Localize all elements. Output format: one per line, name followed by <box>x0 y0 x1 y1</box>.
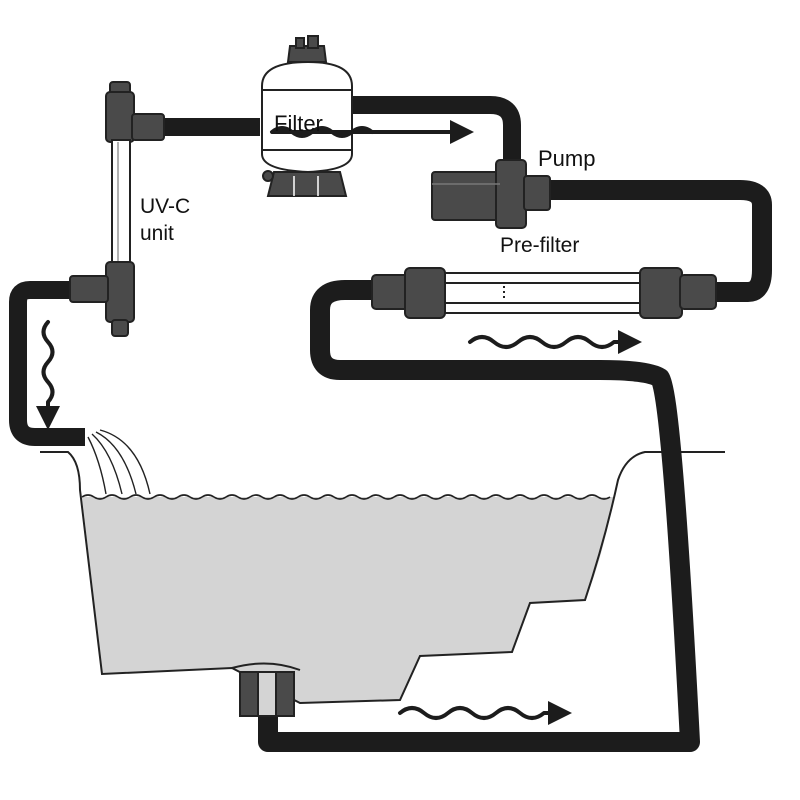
wavy-arrow-icon <box>36 320 60 430</box>
labels: Filter Pump UV-C unit Pre-filter <box>140 111 595 257</box>
pipes <box>9 96 772 752</box>
prefilter-canister-icon <box>371 267 717 319</box>
wavy-arrow-icon <box>398 701 572 725</box>
label-uv-line2: unit <box>140 222 174 245</box>
pond-outline <box>40 451 725 705</box>
label-filter: Filter <box>274 111 323 136</box>
wavy-arrow-icon <box>270 120 474 144</box>
pipe-pump-to-filter <box>350 96 521 168</box>
pipe-prefilter-to-pump <box>548 180 772 302</box>
pump-icon <box>431 159 551 229</box>
label-pump: Pump <box>538 146 595 171</box>
pond <box>40 429 725 705</box>
pipe-drain-to-prefilter <box>258 280 700 752</box>
splash-lines <box>87 429 151 495</box>
sand-filter-icon <box>261 35 353 197</box>
flow-arrows <box>36 120 642 725</box>
label-uv-line1: UV-C <box>140 195 190 218</box>
wavy-arrow-icon <box>468 330 642 354</box>
bottom-drain-icon <box>231 662 301 717</box>
uv-lamp-icon <box>69 81 165 337</box>
pipe-uv-to-return <box>9 281 85 446</box>
water-surface <box>81 494 611 500</box>
pond-water <box>82 497 614 703</box>
label-prefilter: Pre-filter <box>500 234 579 257</box>
